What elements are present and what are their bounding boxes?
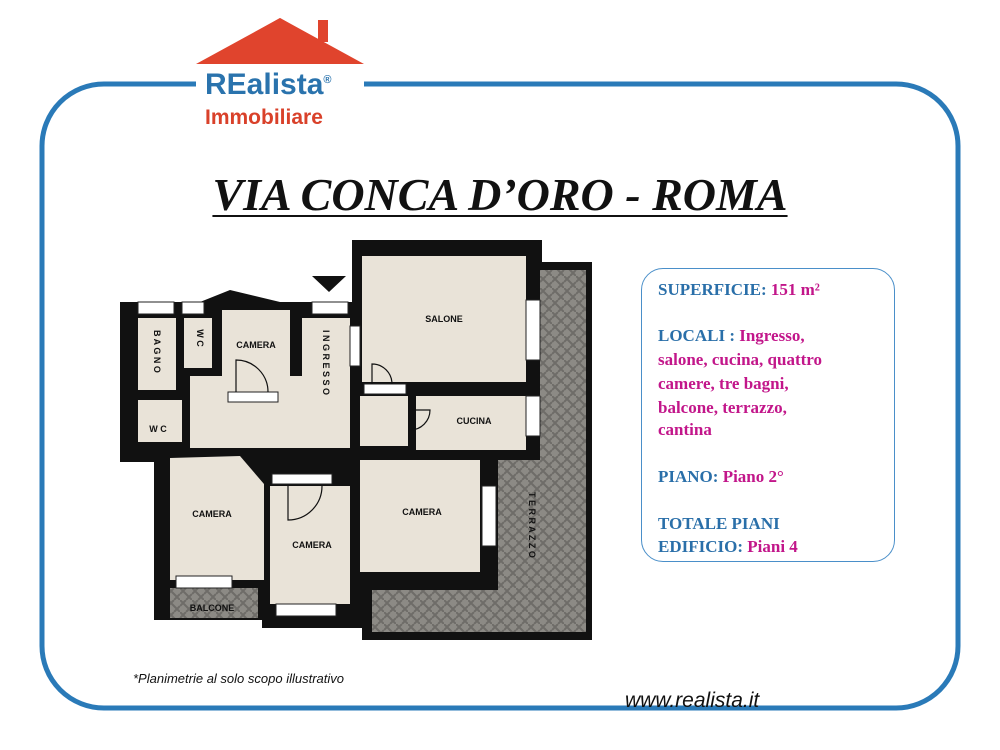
info-superficie: SUPERFICIE: 151 m² — [658, 279, 898, 300]
piano-value: Piano 2° — [722, 467, 784, 486]
totale-label-1: TOTALE PIANI — [658, 514, 780, 533]
website-link[interactable]: www.realista.it — [625, 689, 760, 712]
room-wc-top: W C — [195, 329, 205, 347]
locali-label: LOCALI : — [658, 326, 735, 345]
wc-left-floor — [138, 400, 182, 442]
locali-line-4: balcone, terrazzo, — [658, 398, 787, 417]
windows — [137, 299, 541, 617]
room-camera-top-visible: CAMERA — [236, 340, 276, 350]
room-wc-left: W C — [149, 424, 167, 434]
info-totale: EDIFICIO: Piani 4 — [658, 536, 898, 557]
terrazzo-floor — [372, 270, 586, 632]
room-bagno: B A G N O — [152, 330, 162, 373]
totale-value: Piani 4 — [747, 537, 798, 556]
disclaimer-note: *Planimetrie al solo scopo illustrativo — [133, 671, 344, 686]
camera-left-floor — [170, 456, 264, 580]
superficie-label: SUPERFICIE: — [658, 280, 767, 299]
door-swings — [235, 359, 431, 521]
piano-label: PIANO: — [658, 467, 719, 486]
totale-label-2: EDIFICIO: — [658, 537, 744, 556]
wc-top-floor — [184, 318, 212, 368]
logo-subtitle: Immobiliare — [205, 106, 323, 129]
corridor-floor — [190, 376, 350, 448]
room-cucina: CUCINA — [457, 416, 492, 426]
room-camera-right: CAMERA — [402, 507, 442, 517]
logo-brand-text: REalista — [205, 68, 324, 101]
room-camera-middle: CAMERA — [292, 540, 332, 550]
info-piano: PIANO: Piano 2° — [658, 466, 898, 487]
room-terrazzo: T E R R A Z Z O — [527, 492, 537, 558]
room-ingresso: I N G R E S S O — [321, 330, 331, 395]
cucina-floor — [416, 396, 526, 450]
locali-line-3: camere, tre bagni, — [658, 374, 789, 393]
info-box — [641, 268, 895, 562]
superficie-value: 151 m² — [770, 280, 820, 299]
frame-border — [39, 81, 961, 711]
disimpegno-floor — [360, 396, 408, 446]
bagno-floor — [138, 318, 176, 390]
camera-middle-floor — [270, 486, 350, 604]
logo-brand: REalista® — [205, 68, 332, 102]
room-salone: SALONE — [425, 314, 463, 324]
page-title: VIA CONCA D’ORO - ROMA — [212, 169, 788, 220]
registered-mark: ® — [323, 74, 332, 86]
room-camera-left: CAMERA — [192, 509, 232, 519]
balcone-floor — [170, 588, 258, 618]
salone-floor — [362, 256, 526, 382]
entry-arrow-icon — [312, 276, 346, 292]
chimney-shape — [318, 20, 328, 42]
roof-shape — [196, 18, 364, 66]
room-balcone: BALCONE — [190, 603, 235, 613]
logo-box — [196, 64, 364, 138]
locali-line-5: cantina — [658, 420, 712, 439]
locali-line-2: salone, cucina, quattro — [658, 350, 823, 369]
camera-right-floor — [360, 460, 480, 572]
locali-value-1: Ingresso, — [739, 326, 805, 345]
info-locali-1: LOCALI : Ingresso, — [658, 325, 898, 346]
